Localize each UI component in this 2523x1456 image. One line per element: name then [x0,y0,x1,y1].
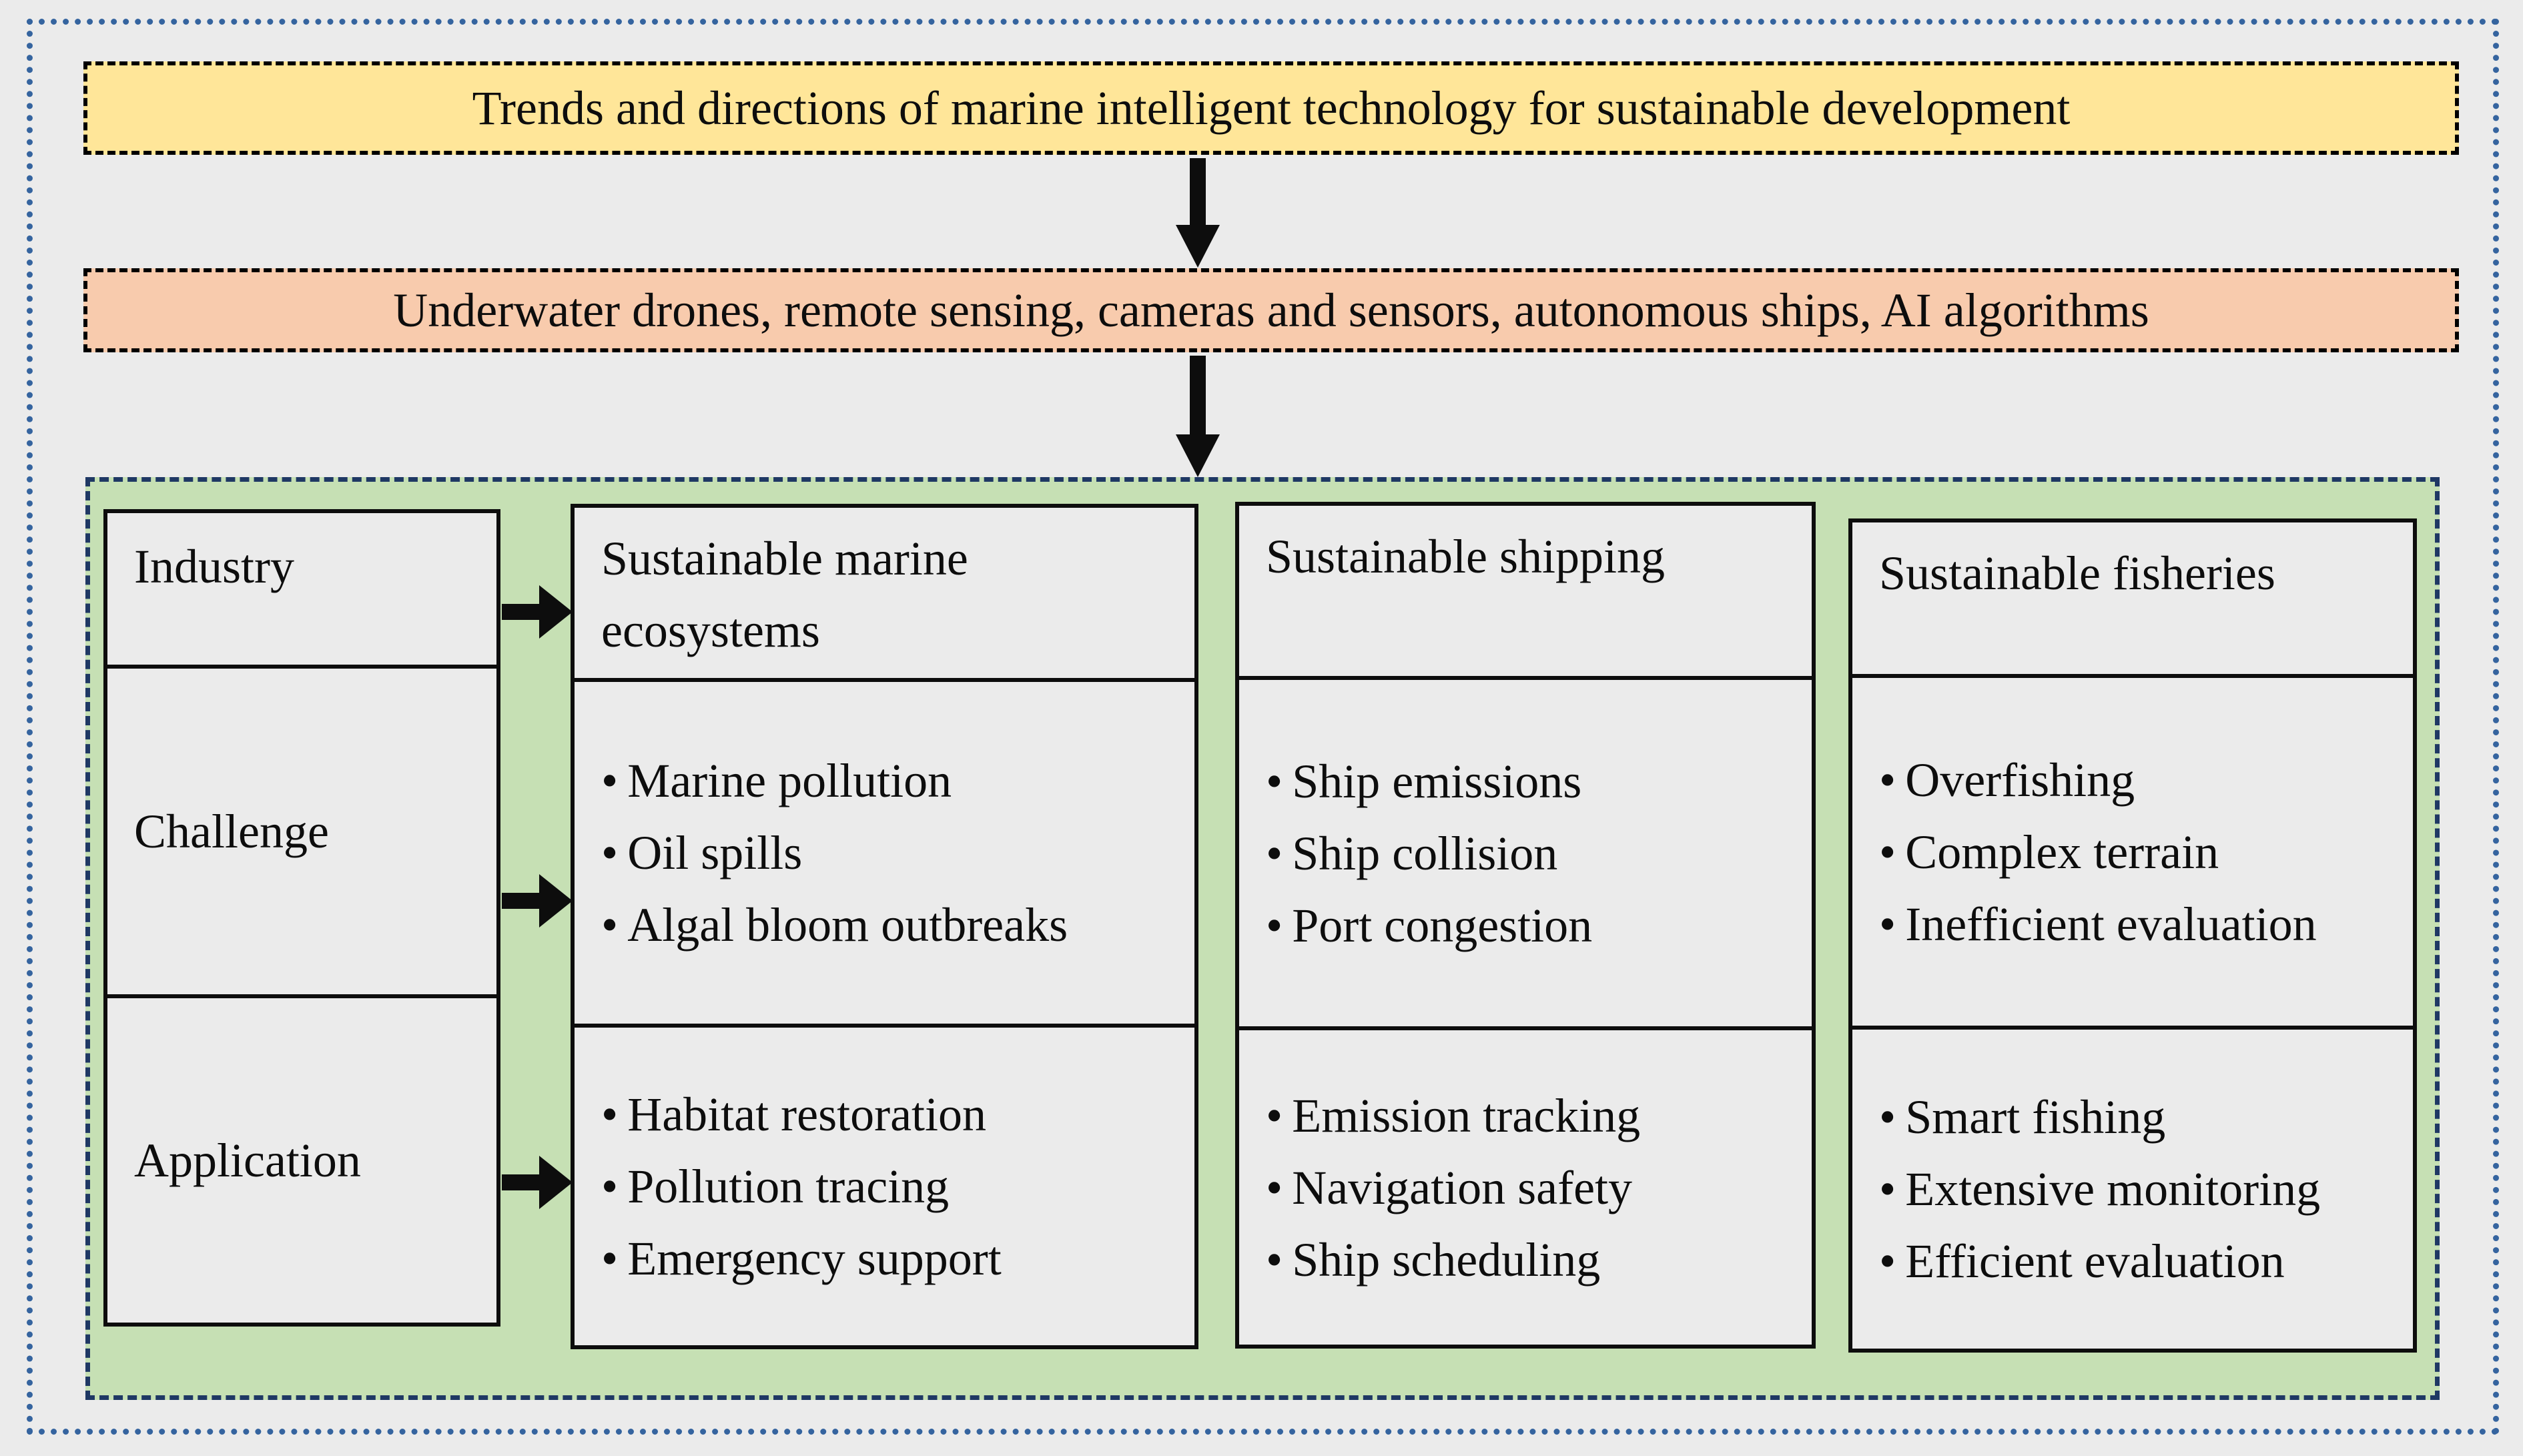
industry-header: Sustainable marine ecosystems [575,508,1194,678]
application-list: Emission tracking Navigation safety Ship… [1239,1026,1812,1345]
flow-arrow-down-2 [1190,356,1206,434]
application-item: Emergency support [601,1222,1182,1295]
row-label-column: Industry Challenge Application [103,509,500,1327]
row-label-text: Application [134,1134,361,1187]
application-item: Extensive monitoring [1879,1153,2401,1225]
application-list: Habitat restoration Pollution tracing Em… [575,1024,1194,1345]
industry-header: Sustainable fisheries [1852,522,2413,674]
challenge-item: Ship emissions [1266,745,1800,817]
row-label-text: Challenge [134,805,329,858]
application-item: Navigation safety [1266,1152,1800,1224]
industry-header: Sustainable shipping [1239,506,1812,676]
industry-column: Sustainable marine ecosystems Marine pol… [571,504,1198,1349]
industry-column: Sustainable fisheries Overfishing Comple… [1848,518,2417,1353]
challenge-item: Inefficient evaluation [1879,888,2401,960]
application-item: Emission tracking [1266,1080,1800,1152]
challenge-item: Port congestion [1266,889,1800,962]
industry-header-text: Sustainable marine ecosystems [601,532,968,657]
application-item: Pollution tracing [601,1150,1182,1222]
industry-column: Sustainable shipping Ship emissions Ship… [1235,502,1816,1349]
challenge-item: Algal bloom outbreaks [601,889,1182,961]
challenge-list: Overfishing Complex terrain Inefficient … [1852,674,2413,1026]
title-box: Trends and directions of marine intellig… [83,61,2459,155]
industry-header-text: Sustainable shipping [1266,530,1665,583]
flow-arrow-down-1 [1190,158,1206,225]
application-item: Ship scheduling [1266,1224,1800,1296]
application-item: Efficient evaluation [1879,1225,2401,1297]
application-item: Habitat restoration [601,1078,1182,1150]
challenge-item: Oil spills [601,817,1182,889]
row-label-industry: Industry [107,513,496,665]
challenge-list: Ship emissions Ship collision Port conge… [1239,676,1812,1026]
row-label-application: Application [107,994,496,1323]
challenge-list: Marine pollution Oil spills Algal bloom … [575,678,1194,1024]
technologies-text: Underwater drones, remote sensing, camer… [393,283,2149,337]
title-text: Trends and directions of marine intellig… [472,81,2071,135]
challenge-item: Marine pollution [601,745,1182,817]
row-label-text: Industry [134,540,294,593]
challenge-item: Overfishing [1879,744,2401,816]
application-item: Smart fishing [1879,1081,2401,1153]
industry-header-text: Sustainable fisheries [1879,547,2275,600]
row-arrow-industry [502,604,539,620]
technologies-box: Underwater drones, remote sensing, camer… [83,268,2459,352]
row-arrow-challenge [502,893,539,909]
application-list: Smart fishing Extensive monitoring Effic… [1852,1026,2413,1349]
outer-dotted-frame [27,19,2499,1435]
row-label-challenge: Challenge [107,665,496,994]
challenge-item: Ship collision [1266,817,1800,889]
row-arrow-application [502,1174,539,1190]
challenge-item: Complex terrain [1879,816,2401,888]
